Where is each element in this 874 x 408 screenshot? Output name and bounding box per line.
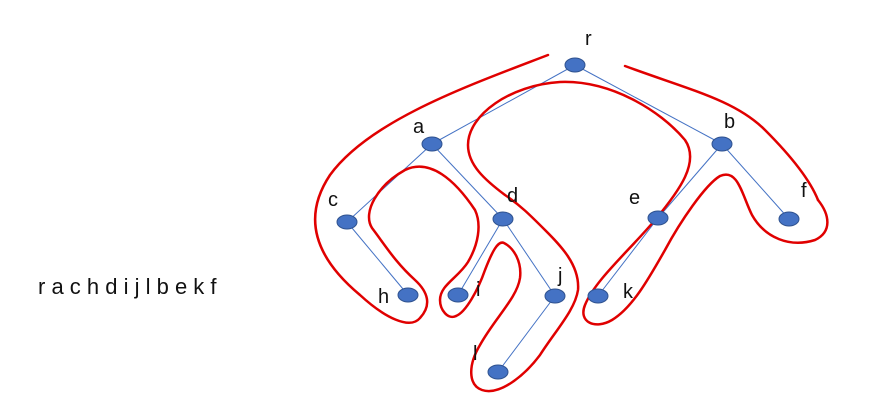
tree-edges — [346, 64, 790, 373]
node-label-i: i — [476, 279, 480, 301]
node-label-b: b — [724, 111, 735, 133]
edge-e-k — [597, 217, 659, 297]
edge-d-j — [502, 218, 556, 297]
node-l — [487, 364, 509, 380]
node-label-k: k — [623, 281, 634, 303]
node-label-a: a — [413, 116, 425, 138]
node-label-j: j — [557, 265, 562, 287]
traversal-outline — [313, 53, 829, 393]
node-label-h: h — [378, 286, 389, 308]
node-a — [421, 136, 443, 152]
node-label-d: d — [507, 185, 518, 207]
edge-b-e — [657, 143, 723, 219]
edge-a-d — [431, 143, 504, 220]
node-j — [544, 288, 566, 304]
node-label-f: f — [801, 180, 807, 202]
traversal-order-text: r a c h d i j l b e k f — [38, 274, 217, 299]
node-label-c: c — [328, 189, 338, 211]
node-b — [711, 136, 733, 152]
outline-middle — [454, 80, 829, 393]
tree-labels: r a b c d e f h i j k l — [328, 28, 807, 365]
edge-b-f — [721, 143, 790, 220]
edge-c-h — [346, 221, 409, 296]
node-d — [492, 211, 514, 227]
node-e — [647, 210, 669, 226]
edge-d-i — [457, 218, 504, 296]
node-r — [564, 57, 586, 73]
node-c — [336, 214, 358, 230]
outline-right-outer — [623, 64, 820, 202]
node-label-e: e — [629, 187, 640, 209]
outline-left-outer — [313, 53, 550, 324]
edge-r-b — [574, 64, 723, 145]
node-k — [587, 288, 609, 304]
tree-nodes — [336, 57, 800, 380]
edge-j-l — [497, 295, 556, 373]
node-i — [447, 287, 469, 303]
node-f — [778, 211, 800, 227]
edge-a-c — [346, 143, 433, 223]
edge-r-a — [431, 64, 576, 145]
node-label-r: r — [585, 28, 592, 50]
node-label-l: l — [473, 343, 477, 365]
node-h — [397, 287, 419, 303]
